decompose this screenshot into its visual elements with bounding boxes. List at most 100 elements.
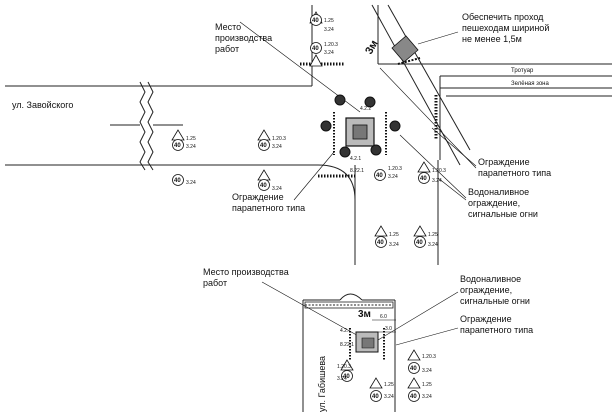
sign-direction-2 xyxy=(364,96,376,108)
sign-speed-left-1b xyxy=(172,174,184,186)
green-zone-label: Зелёная зона xyxy=(511,81,550,87)
sign-stack-north: 40 1.25 3.24 40 1.20.3 3.24 xyxy=(309,11,338,67)
sign-code-gab-10: 3.24 xyxy=(422,394,432,400)
sign-speed-south-4-value: 40 xyxy=(416,240,423,246)
sign-speed-gab-2 xyxy=(341,370,353,382)
sign-warning-south-1 xyxy=(417,161,431,173)
sign-code-north-2: 3.24 xyxy=(324,27,334,33)
sign-code-north-1: 1.25 xyxy=(324,18,334,24)
sign-code-south-5: 1.25 xyxy=(389,232,399,238)
sign-code-north-3: 1.20.3 xyxy=(324,42,338,48)
callout-work-site-bottom-2: работ xyxy=(203,278,227,288)
road-break-right xyxy=(147,81,154,171)
callout-parapet-right-2: парапетного типа xyxy=(478,168,551,178)
sign-code-gab-2: 8.22.1 xyxy=(340,342,354,348)
leader-pedestrian xyxy=(417,31,459,45)
sign-stack-south-top: 1.20.3 40 1.20.3 3.24 40 3.24 xyxy=(374,161,446,184)
sign-warning-gab-2 xyxy=(340,359,354,371)
sign-code-gab-5: 1.20.3 xyxy=(337,364,351,370)
sign-code-gab-3: 1.20.3 xyxy=(422,354,436,360)
gabishev-top-curve xyxy=(339,293,363,301)
sign-speed-left-1-value: 40 xyxy=(174,143,181,149)
sign-code-left-6: 3.24 xyxy=(272,186,282,192)
sign-speed-left-2 xyxy=(258,139,270,151)
sign-speed-north-1-value: 40 xyxy=(312,18,319,24)
leader-water-mid-a xyxy=(399,134,467,199)
leader-parapet-left xyxy=(293,151,335,201)
sign-speed-gab-4-value: 40 xyxy=(410,394,417,400)
central-work-pit xyxy=(352,124,368,140)
central-work-zone xyxy=(300,62,438,178)
sign-code-left-5: 3.24 xyxy=(272,144,282,150)
sign-code-south-1: 1.20.3 xyxy=(432,168,446,174)
sign-code-left-4: 1.20.3 xyxy=(272,136,286,142)
sign-code-south-4: 3.24 xyxy=(432,178,442,184)
leader-water-bottom xyxy=(377,291,459,341)
sign-warning-south-3 xyxy=(374,225,388,237)
leader-work-site-bottom xyxy=(261,281,363,339)
sign-code-left-2: 3.24 xyxy=(186,144,196,150)
sign-speed-north-2 xyxy=(310,42,322,54)
callout-water-mid-1: Водоналивное xyxy=(468,187,529,197)
callout-water-bottom-2: ограждение, xyxy=(460,285,512,295)
sign-code-south-8: 3.24 xyxy=(428,242,438,248)
sign-code-int-1: 4.2.1 xyxy=(350,156,361,162)
sign-warning-north-2 xyxy=(309,54,323,67)
callout-pedestrian-3: не менее 1,5м xyxy=(462,34,522,44)
sign-code-gab-7: 1.25 xyxy=(384,382,394,388)
street-zavoisky: ул. Завойского xyxy=(12,100,73,110)
callout-work-site-top-1: Место xyxy=(215,22,241,32)
diagonal-right-edge xyxy=(387,4,471,151)
sign-speed-left-1b-value: 40 xyxy=(174,178,181,184)
sign-warning-left-2b xyxy=(257,169,271,181)
sign-stack-left-2: 40 1.20.3 3.24 40 3.24 xyxy=(257,129,286,192)
sign-code-south-2: 1.20.3 xyxy=(388,166,402,172)
sign-code-south-7: 1.25 xyxy=(428,232,438,238)
callout-water-mid-3: сигнальные огни xyxy=(468,209,538,219)
road-network xyxy=(5,4,612,412)
sign-speed-north-1 xyxy=(310,14,322,26)
sign-speed-gab-4 xyxy=(408,390,420,402)
callout-parapet-bottom-1: Ограждение xyxy=(460,314,512,324)
pedestrian-work-zone: 3м xyxy=(363,35,421,65)
sign-speed-south-1-value: 40 xyxy=(376,173,383,179)
sign-direction-3 xyxy=(320,120,332,132)
sign-stack-left-1: 40 1.25 3.24 40 3.24 xyxy=(171,129,196,186)
callout-pedestrian-1: Обеспечить проход xyxy=(462,12,544,22)
callout-parapet-bottom-2: парапетного типа xyxy=(460,325,533,335)
callout-parapet-right-1: Ограждение xyxy=(478,157,530,167)
leader-parapet-right-b xyxy=(379,67,477,169)
bottom-work-pit xyxy=(361,337,375,349)
sign-code-gab-9: 1.25 xyxy=(422,382,432,388)
sign-code-gab-1: 4.2.1 xyxy=(340,328,351,334)
street-gabishev: ул. Габишева xyxy=(317,356,327,412)
intersection-signs: 4.2.1 8.22.1 4.2.2 xyxy=(320,94,401,174)
sign-speed-gab-3 xyxy=(370,390,382,402)
sign-speed-south-2-value: 40 xyxy=(420,176,427,182)
south-left-curve xyxy=(317,164,356,201)
leader-water-mid-b xyxy=(437,177,467,201)
road-break-left xyxy=(139,81,146,171)
callout-water-mid-2: ограждение, xyxy=(468,198,520,208)
sign-speed-south-4 xyxy=(414,236,426,248)
sign-code-left-1: 1.25 xyxy=(186,136,196,142)
bottom-work-zone: 3м 6.0 3.0 xyxy=(349,309,396,360)
sign-warning-gab-1 xyxy=(407,349,421,361)
callout-water-bottom-3: сигнальные огни xyxy=(460,296,530,306)
sign-code-gab-6: 3.24 xyxy=(337,376,347,382)
sign-speed-left-1 xyxy=(172,139,184,151)
sign-warning-left-2 xyxy=(257,129,271,141)
sign-warning-south-4 xyxy=(413,225,427,237)
sign-speed-south-2 xyxy=(418,172,430,184)
sign-speed-gab-1 xyxy=(408,362,420,374)
sign-code-left-3: 3.24 xyxy=(186,180,196,186)
callout-work-site-top-3: работ xyxy=(215,44,239,54)
dimension-bottom-distance: 3м xyxy=(358,309,371,320)
sign-code-north-4: 3.24 xyxy=(324,50,334,56)
dimension-width-3: 3.0 xyxy=(385,326,392,332)
sign-speed-gab-3-value: 40 xyxy=(372,394,379,400)
sign-speed-left-2b xyxy=(258,179,270,191)
sign-warning-gab-4 xyxy=(407,377,421,389)
sign-direction-1 xyxy=(334,94,346,106)
